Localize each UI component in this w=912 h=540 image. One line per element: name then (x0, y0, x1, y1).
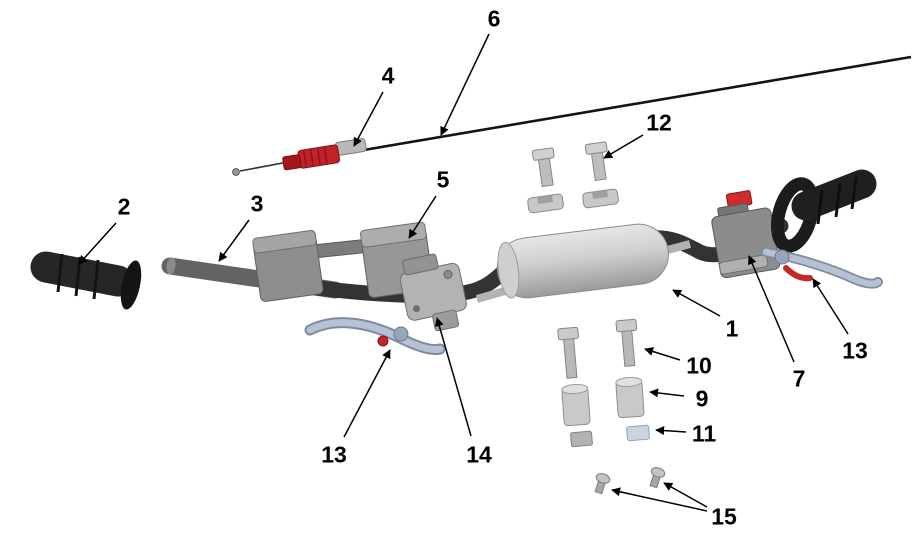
mount-bolt (584, 141, 608, 182)
leader-line-13 (343, 349, 391, 438)
spacer (615, 376, 645, 419)
left-grip (30, 251, 142, 310)
spacer (561, 383, 591, 427)
leader-line-3 (218, 219, 250, 262)
leader-line-5 (408, 195, 437, 239)
right-grip (770, 169, 877, 253)
nut (626, 424, 650, 442)
leader-line-15 (611, 487, 708, 512)
leader-line-13 (812, 278, 849, 335)
leader-line-7 (748, 255, 795, 363)
right-lever (761, 247, 883, 289)
nut (570, 430, 593, 448)
leader-line-10 (644, 347, 681, 361)
switch-housing (711, 190, 781, 279)
bar-clamps (252, 221, 434, 302)
mount-bolt (615, 318, 638, 367)
leader-line-4 (353, 91, 384, 147)
clamp-half (527, 193, 564, 214)
crossbar-pad (475, 223, 692, 303)
leader-line-1 (672, 289, 721, 317)
leader-line-15 (663, 482, 708, 508)
leader-line-12 (603, 134, 644, 159)
leader-line-2 (78, 222, 117, 265)
master-cylinder (399, 253, 467, 332)
screw (649, 467, 666, 489)
leader-lines (78, 33, 849, 512)
leader-line-9 (649, 388, 685, 398)
leader-line-11 (655, 426, 687, 436)
clamp-half (582, 188, 619, 209)
throttle-cable (232, 55, 912, 176)
cable-adjuster (282, 138, 367, 171)
left-lever (304, 317, 446, 355)
screw (594, 473, 611, 495)
leader-line-6 (440, 33, 490, 136)
top-mount-hardware (527, 141, 619, 214)
mount-bolt (531, 147, 555, 188)
leader-line-14 (434, 317, 472, 437)
lower-mount-hardware (557, 318, 666, 495)
mount-bolt (557, 326, 579, 379)
